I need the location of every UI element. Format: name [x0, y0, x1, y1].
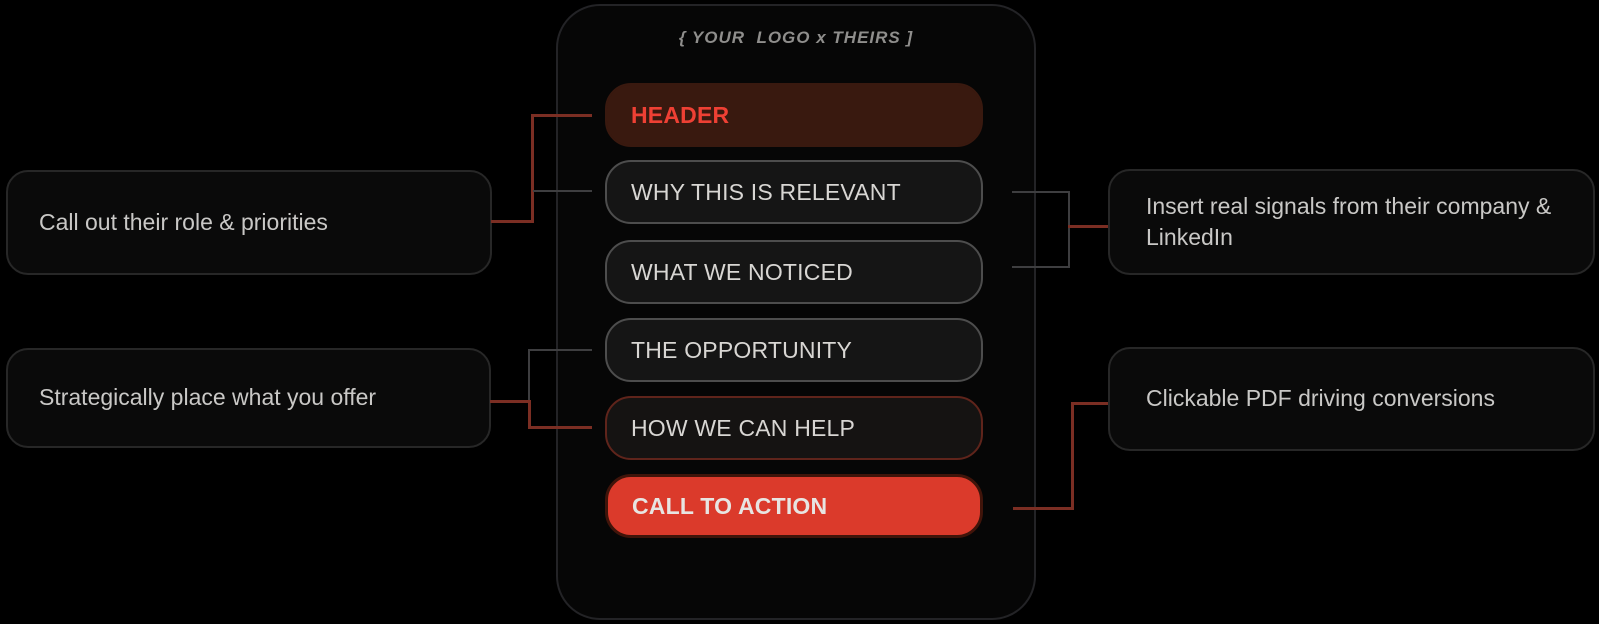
annotation-right-bottom: Clickable PDF driving conversions	[1108, 347, 1595, 451]
section-pill-the-opportunity: THE OPPORTUNITY	[605, 318, 983, 382]
section-pill-label: WHY THIS IS RELEVANT	[631, 178, 901, 205]
section-pill-call-to-action: CALL TO ACTION	[605, 474, 983, 538]
connector-to-header	[531, 114, 592, 117]
connector-to-how-we-can-help	[528, 426, 592, 429]
connector-to-the-opportunity	[529, 349, 592, 351]
connector-right-bottom-vertical	[1071, 403, 1074, 510]
section-pill-how-we-can-help: HOW WE CAN HELP	[605, 396, 983, 460]
connector-left-bottom-vertical-gray	[528, 349, 530, 402]
connector-to-right-top-callout	[1068, 225, 1108, 228]
connector-to-why-relevant	[533, 190, 592, 192]
section-pill-label: HEADER	[631, 101, 730, 128]
connector-from-call-to-action	[1013, 507, 1074, 510]
annotation-text: Clickable PDF driving conversions	[1146, 385, 1495, 412]
connector-from-why-relevant	[1012, 191, 1070, 193]
annotation-left-top: Call out their role & priorities	[6, 170, 492, 275]
section-pill-what-we-noticed: WHAT WE NOTICED	[605, 240, 983, 304]
connector-right-top-vertical	[1068, 191, 1070, 268]
section-pill-label: THE OPPORTUNITY	[631, 336, 853, 363]
section-pill-why-relevant: WHY THIS IS RELEVANT	[605, 160, 983, 224]
connector-left-bottom-horizontal	[490, 400, 531, 403]
connector-to-right-bottom-callout	[1071, 402, 1108, 405]
annotation-text: Call out their role & priorities	[39, 208, 328, 235]
section-pill-label: WHAT WE NOTICED	[631, 258, 853, 285]
connector-left-bottom-vertical-red	[528, 400, 531, 429]
annotation-text: Strategically place what you offer	[39, 384, 377, 411]
annotation-left-bottom: Strategically place what you offer	[6, 348, 491, 448]
logo-placeholder-label: { YOUR LOGO x THEIRS ]	[678, 28, 914, 47]
section-pill-label: CALL TO ACTION	[632, 492, 828, 519]
connector-from-what-we-noticed	[1012, 266, 1070, 268]
connector-left-top-horizontal	[491, 220, 533, 223]
annotation-text: Insert real signals from their company &…	[1146, 192, 1552, 250]
section-pill-header: HEADER	[605, 83, 983, 147]
connector-left-top-vertical	[531, 115, 534, 223]
section-pill-label: HOW WE CAN HELP	[631, 414, 856, 441]
annotation-right-top: Insert real signals from their company &…	[1108, 169, 1595, 275]
